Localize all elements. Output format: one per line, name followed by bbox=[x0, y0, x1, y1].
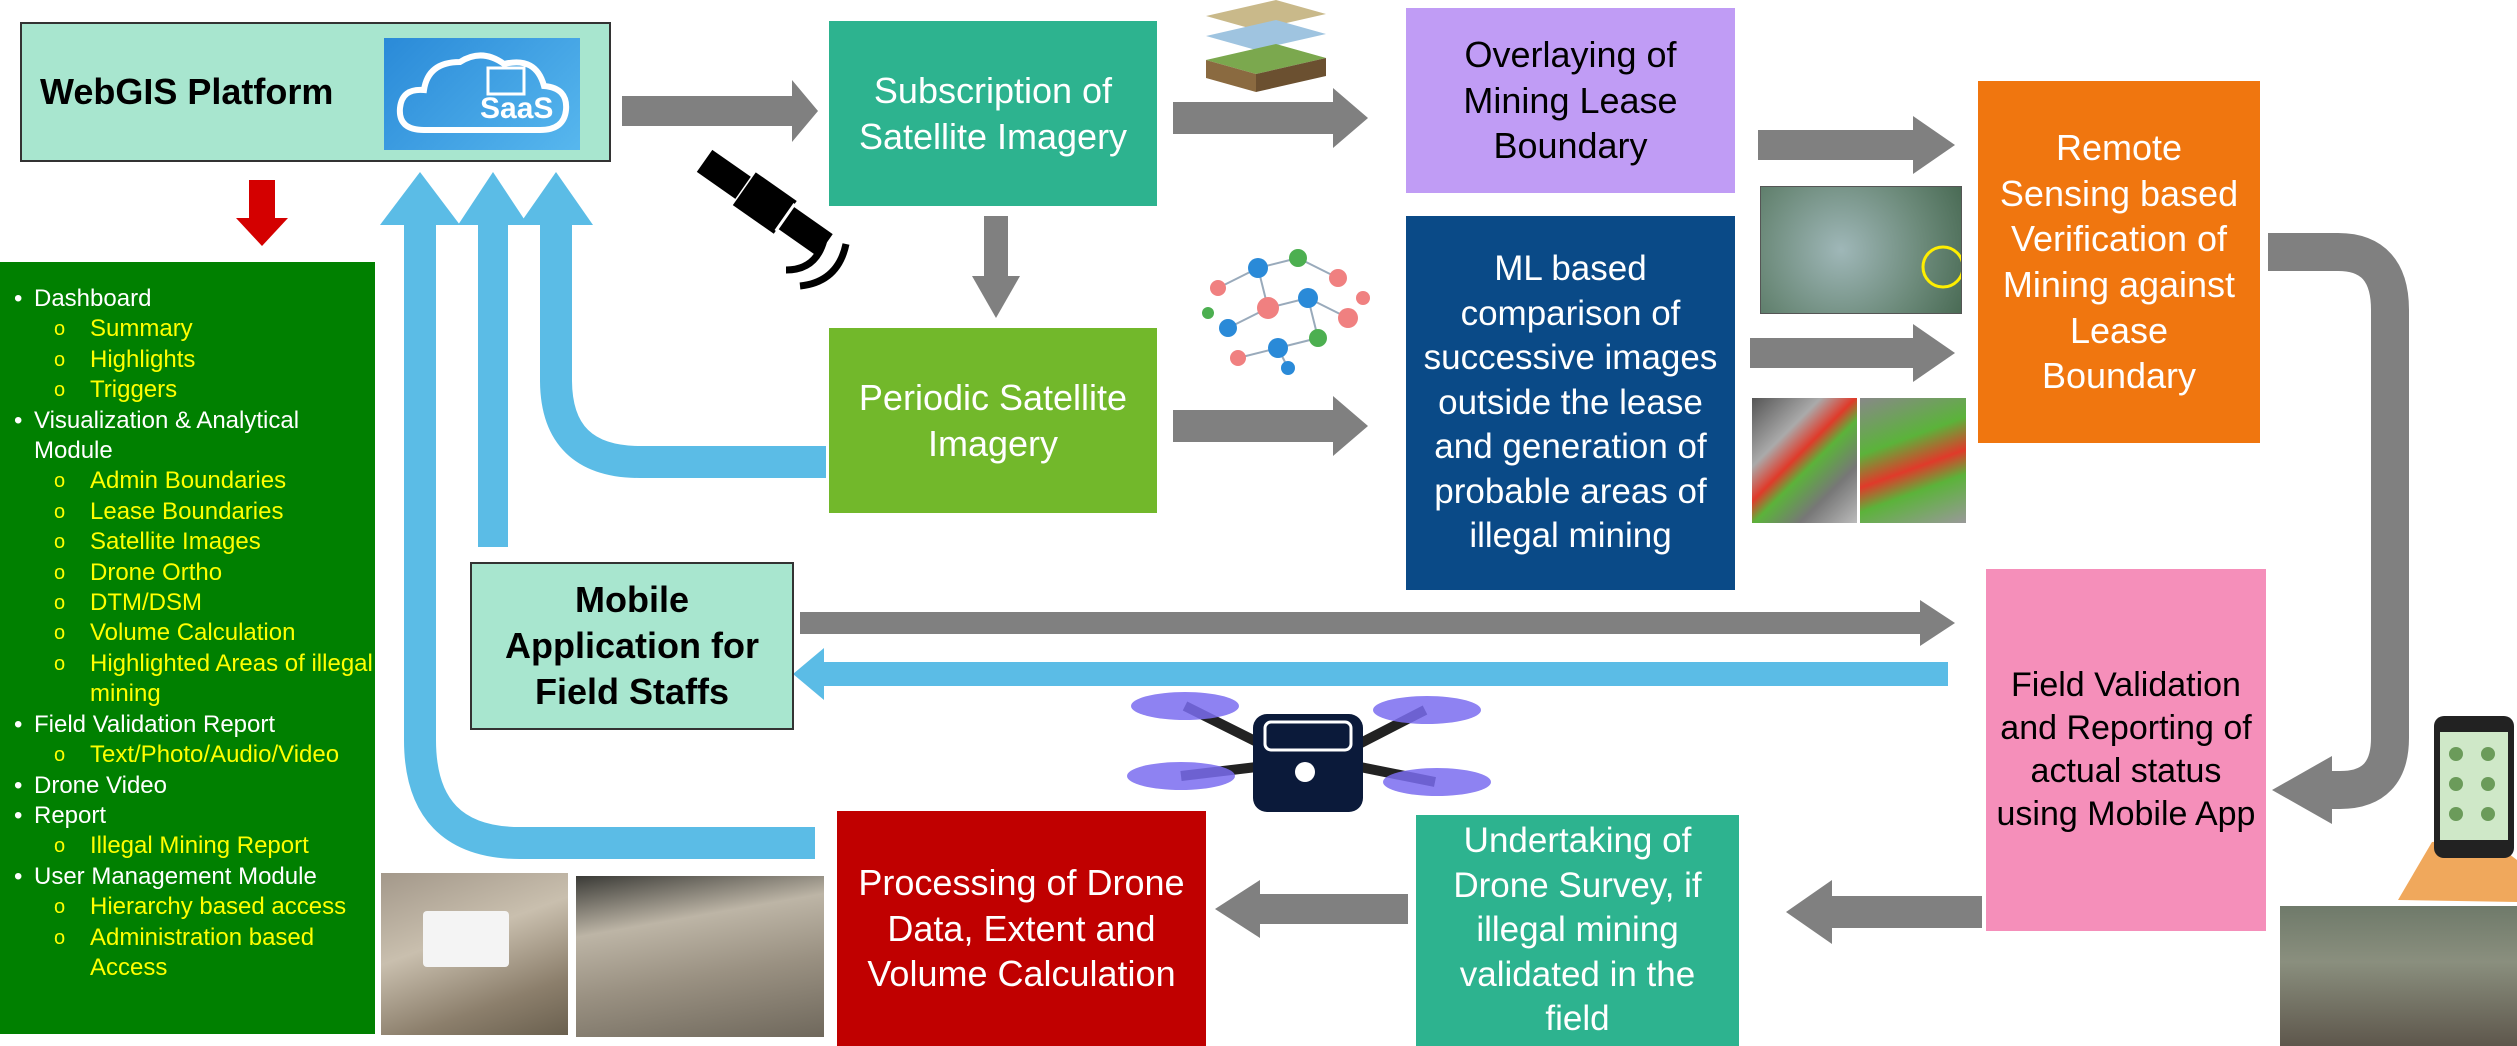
menu-item: Drone Video bbox=[14, 771, 375, 802]
processing-label: Processing of Drone Data, Extent and Vol… bbox=[858, 861, 1185, 995]
satellite-map-image bbox=[1760, 186, 1962, 314]
menu-item: Visualization & Analytical Module bbox=[14, 406, 375, 467]
subscription-box: Subscription of Satellite Imagery bbox=[829, 21, 1157, 206]
menu-subitem: Drone Ortho bbox=[14, 558, 375, 589]
drone-ortho-image-1 bbox=[381, 873, 568, 1035]
webgis-title: WebGIS Platform bbox=[40, 71, 334, 113]
gray-arrow-subscription-overlay bbox=[1173, 102, 1335, 134]
cloud-saas-icon: SaaS bbox=[384, 38, 580, 150]
drone-survey-box: Undertaking of Drone Survey, if illegal … bbox=[1416, 815, 1739, 1046]
change-detection-image-1 bbox=[1752, 398, 1857, 523]
menu-subitem: Lease Boundaries bbox=[14, 497, 375, 528]
blue-arrowhead-2 bbox=[458, 172, 528, 225]
gray-arrow-ml-remote bbox=[1750, 338, 1915, 368]
ml-label: ML based comparison of successive images… bbox=[1423, 249, 1718, 556]
blue-arrow-from-mobile bbox=[478, 222, 508, 547]
drone-survey-label: Undertaking of Drone Survey, if illegal … bbox=[1453, 821, 1702, 1039]
menu-item: Dashboard bbox=[14, 284, 375, 315]
blue-arrowhead-3 bbox=[519, 172, 593, 225]
menu-subitem: Text/Photo/Audio/Video bbox=[14, 740, 375, 771]
blue-arrow-from-periodic bbox=[540, 225, 826, 478]
gray-arrowhead-8 bbox=[1920, 600, 1955, 646]
red-arrowhead bbox=[236, 218, 288, 246]
gray-arrowhead-6 bbox=[1913, 324, 1955, 382]
menu-subitem: Admin Boundaries bbox=[14, 466, 375, 497]
menu-subitem: DTM/DSM bbox=[14, 588, 375, 619]
satellite-icon bbox=[692, 145, 850, 290]
mobile-application-box: Mobile Application for Field Staffs bbox=[470, 562, 794, 730]
gray-arrow-field-drone bbox=[1830, 896, 1982, 928]
blue-arrow-from-processing bbox=[404, 225, 815, 859]
gray-arrow-periodic-ml bbox=[1173, 410, 1335, 442]
menu-subitem: Summary bbox=[14, 314, 375, 345]
ml-comparison-box: ML based comparison of successive images… bbox=[1406, 216, 1735, 590]
overlaying-label: Overlaying of Mining Lease Boundary bbox=[1463, 33, 1678, 167]
drone-ortho-image-2 bbox=[576, 876, 824, 1037]
neural-network-icon bbox=[1202, 249, 1370, 375]
gray-arrowhead-1 bbox=[792, 80, 818, 142]
gray-arrow-drone-processing bbox=[1258, 894, 1408, 924]
gray-arrowhead-3 bbox=[1333, 88, 1368, 148]
gray-arrow-mobile-field bbox=[800, 612, 1922, 634]
menu-item: User Management Module bbox=[14, 862, 375, 893]
gray-arrowhead-10 bbox=[1215, 880, 1260, 938]
change-detection-image-2 bbox=[1860, 398, 1966, 523]
gray-arrowhead-2 bbox=[972, 276, 1020, 318]
remote-sensing-label: Remote Sensing based Verification of Min… bbox=[1999, 126, 2239, 397]
gray-arrow-remote-field bbox=[2268, 233, 2409, 809]
module-menu-panel: DashboardSummaryHighlightsTriggersVisual… bbox=[0, 262, 375, 1034]
gray-arrow-subscription-periodic bbox=[984, 216, 1008, 276]
gray-arrowhead-7 bbox=[2272, 756, 2332, 824]
subscription-label: Subscription of Satellite Imagery bbox=[858, 69, 1128, 157]
menu-subitem: Illegal Mining Report bbox=[14, 831, 375, 862]
layers-icon bbox=[1206, 0, 1326, 92]
saas-label: SaaS bbox=[480, 92, 554, 125]
remote-sensing-box: Remote Sensing based Verification of Min… bbox=[1978, 81, 2260, 443]
menu-subitem: Highlights bbox=[14, 345, 375, 376]
module-menu-list: DashboardSummaryHighlightsTriggersVisual… bbox=[14, 284, 375, 983]
mobile-application-label: Mobile Application for Field Staffs bbox=[505, 579, 759, 712]
red-arrow-shaft bbox=[249, 180, 275, 218]
periodic-imagery-box: Periodic Satellite Imagery bbox=[829, 328, 1157, 513]
phone-icon bbox=[2398, 716, 2517, 902]
gray-arrowhead-5 bbox=[1913, 116, 1955, 174]
blue-arrowhead-1 bbox=[380, 172, 460, 225]
menu-subitem: Hierarchy based access bbox=[14, 892, 375, 923]
menu-subitem: Volume Calculation bbox=[14, 618, 375, 649]
blue-arrow-field-mobile bbox=[822, 662, 1948, 686]
field-validation-box: Field Validation and Reporting of actual… bbox=[1986, 569, 2266, 931]
gray-arrowhead-9 bbox=[1786, 880, 1832, 944]
menu-subitem: Triggers bbox=[14, 375, 375, 406]
menu-subitem: Highlighted Areas of illegal mining bbox=[14, 649, 375, 710]
gray-arrow-overlay-remote bbox=[1758, 130, 1915, 160]
overlaying-box: Overlaying of Mining Lease Boundary bbox=[1406, 8, 1735, 193]
periodic-label: Periodic Satellite Imagery bbox=[858, 376, 1128, 464]
menu-item: Report bbox=[14, 801, 375, 832]
menu-subitem: Administration based Access bbox=[14, 923, 375, 984]
gray-arrow-webgis-subscription bbox=[622, 96, 794, 126]
drone-icon bbox=[1127, 692, 1491, 812]
menu-item: Field Validation Report bbox=[14, 710, 375, 741]
gray-arrowhead-4 bbox=[1333, 396, 1368, 456]
blue-arrowhead-4 bbox=[793, 648, 824, 700]
processing-box: Processing of Drone Data, Extent and Vol… bbox=[837, 811, 1206, 1046]
field-staff-photo bbox=[2280, 906, 2517, 1046]
field-validation-label: Field Validation and Reporting of actual… bbox=[1996, 665, 2256, 834]
menu-subitem: Satellite Images bbox=[14, 527, 375, 558]
